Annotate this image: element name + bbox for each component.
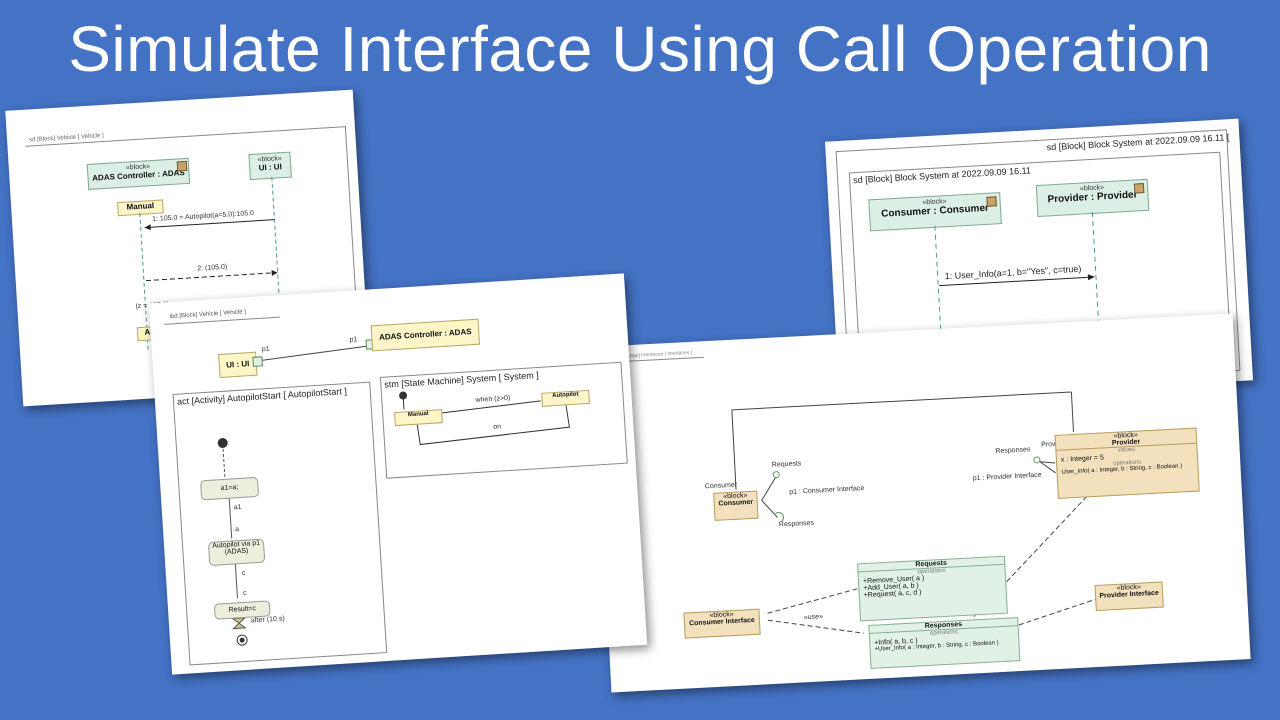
block-provider-interface: «block» Provider Interface [1094, 581, 1164, 612]
pin-c-out: c [241, 569, 246, 577]
block-consumer-interface: «block» Consumer Interface [683, 608, 761, 639]
activity-frame [172, 381, 388, 666]
sequence-lines [934, 211, 1101, 366]
port-label-ui: p1 [261, 345, 270, 354]
block-provider: «block» Provider values x : Integer = 5 … [1054, 427, 1200, 499]
action-assign: a1=a; [200, 476, 260, 501]
action-autopilot-call: Autopilot via p1 (ADAS) [207, 538, 266, 567]
part-ui: UI : UI [218, 351, 258, 379]
sequence-diagram-block-system: sd [Block] Block System at 2022.09.09 16… [825, 118, 1253, 404]
pin-a1: a1 [233, 503, 242, 512]
port-label-adas: p1 [349, 336, 358, 344]
state-manual: Manual [394, 409, 443, 427]
slide-title: Simulate Interface Using Call Operation [68, 13, 1212, 85]
sequence-diagram-vehicle: sd [Block] Vehicle [ Vehicle ] «block» A… [5, 89, 371, 407]
pin-a: a [234, 526, 240, 534]
state-autopilot: Autopilot [541, 389, 590, 407]
block-consumer: «block» Consumer [713, 490, 759, 521]
block-definition-diagram-interfaces: bdd [Package] Interfaces [ Interfaces ] … [593, 313, 1251, 693]
interface-requests: Requests operations +Remove_User( a ) +A… [857, 555, 1008, 622]
pin-c-in: c [242, 589, 247, 597]
port-ui-p1 [252, 356, 263, 367]
internal-block-diagram-vehicle: ibd [Block] Vehicle [ Vehicle ] UI : UI … [148, 273, 648, 675]
sequence-lines [139, 176, 283, 353]
ibd-connectors [164, 316, 570, 646]
interface-responses: Responses operations +Info( a, b, c ) +U… [868, 617, 1021, 669]
transition-on-label: on [493, 423, 502, 431]
use-dependency-label: «use» [803, 613, 824, 622]
